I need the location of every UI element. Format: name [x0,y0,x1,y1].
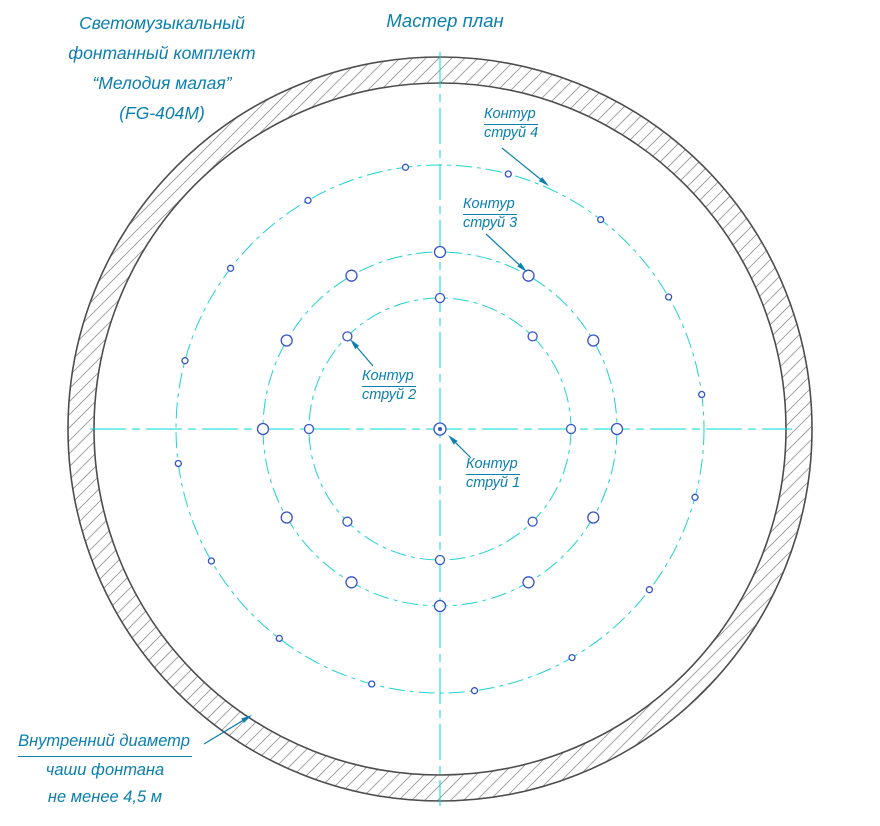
leader-line-4 [455,442,472,459]
nozzle [368,680,376,688]
nozzle [610,422,624,436]
nozzle [433,245,447,259]
nozzle [345,576,358,589]
inner-diameter-note-line1: Внутренний диаметр [18,728,192,757]
inner-diameter-note: Внутренний диаметр чаши фонтана не менее… [2,728,208,811]
inner-diameter-note-line3: не менее 4,5 м [47,788,163,806]
nozzle [527,331,538,342]
nozzle [181,357,189,365]
nozzle [280,511,293,524]
leader-arrowhead-1 [538,177,549,186]
nozzle [342,516,353,527]
label-contour-4-line2: струй 4 [484,125,539,141]
title-line-4: (FG-404M) [119,103,205,123]
nozzle [174,459,182,468]
leader-line-5 [203,720,243,745]
label-contour-3-line2: струй 3 [463,215,518,231]
jet-contour-circle-4 [175,164,705,694]
label-contour-2-line1: Контур [362,368,416,387]
nozzle [470,687,479,695]
nozzle [664,293,673,301]
title-line-1: Светомузыкальный [79,13,245,33]
title-line-3: “Мелодия малая” [92,73,232,93]
label-contour-1: Контур струй 1 [466,456,520,492]
nozzle [522,576,535,589]
nozzle [587,511,600,524]
nozzle [256,422,270,436]
nozzle [565,423,577,435]
nozzle [226,264,235,272]
label-contour-1-line2: струй 1 [466,475,521,491]
nozzle [434,292,446,304]
title-block: Светомузыкальный фонтанный комплект “Мел… [38,8,286,128]
nozzle [401,163,410,171]
nozzle [275,634,283,643]
label-contour-4: Контур струй 4 [484,106,538,142]
label-contour-2-line2: струй 2 [362,387,417,403]
nozzle [207,557,216,565]
nozzle [304,196,312,205]
leader-arrowhead-4 [448,435,458,445]
leader-line-3 [356,347,374,367]
nozzle [342,331,353,342]
hatch-lines [67,56,813,802]
leader-arrowhead-2 [517,262,527,272]
label-contour-2: Контур струй 2 [362,368,416,404]
nozzle [698,390,706,399]
nozzle [280,334,293,347]
center-nozzle-dot [438,427,442,431]
nozzle [587,334,600,347]
leader-arrowhead-5 [241,715,252,723]
label-contour-1-line1: Контур [466,456,520,475]
nozzle [527,516,538,527]
leader-line-2 [485,233,520,265]
nozzle [645,586,654,594]
page-title: Мастер план [386,10,504,31]
nozzle [568,653,576,662]
nozzle [597,215,605,224]
nozzle [434,554,446,566]
inner-diameter-note-line2: чаши фонтана [45,761,165,779]
leader-line-1 [501,147,541,180]
title-line-2: фонтанный комплект [68,43,256,63]
label-contour-3: Контур струй 3 [463,196,517,232]
label-contour-3-line1: Контур [463,196,517,215]
label-contour-4-line1: Контур [484,106,538,125]
nozzle [522,269,535,282]
leader-arrowhead-3 [350,339,360,350]
nozzle [303,423,315,435]
nozzle [691,493,699,501]
nozzle [504,170,512,178]
nozzle [433,599,447,613]
nozzle [345,269,358,282]
